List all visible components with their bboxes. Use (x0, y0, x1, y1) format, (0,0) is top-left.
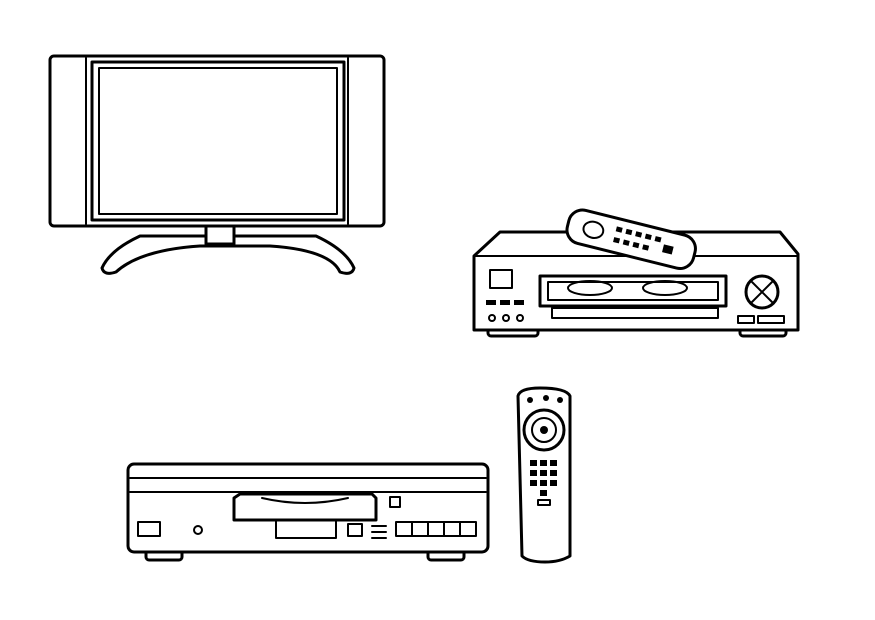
dvd-player-icon (126, 462, 490, 562)
vcr-icon (472, 230, 800, 338)
flat-screen-tv-icon (48, 54, 386, 275)
remote-control-icon (516, 386, 572, 564)
vcr-remote-icon (565, 208, 697, 271)
